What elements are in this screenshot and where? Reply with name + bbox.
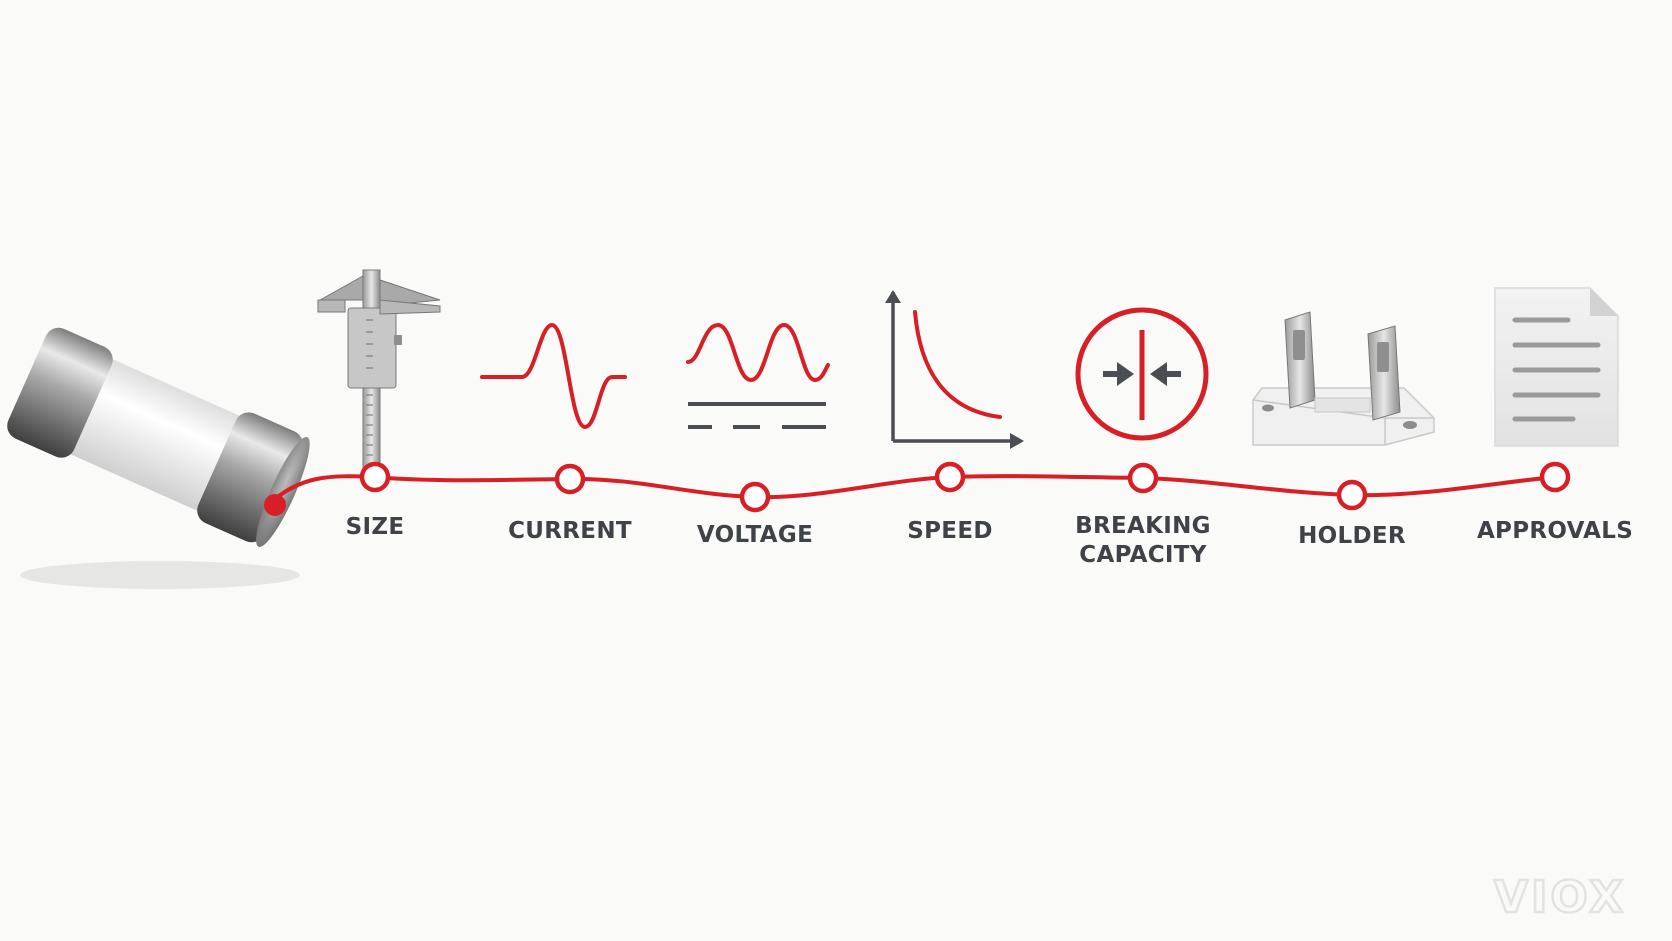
node-current xyxy=(554,463,586,495)
step-nodes xyxy=(359,461,1571,513)
label-breaking-line: BREAKING xyxy=(1075,513,1211,539)
node-size xyxy=(359,461,391,493)
voltage-ac-dc-icon xyxy=(686,322,830,429)
label-breaking-line: CAPACITY xyxy=(1079,542,1206,568)
fuse-holder-icon xyxy=(1252,311,1435,446)
label-holder-line: HOLDER xyxy=(1298,523,1406,549)
node-holder xyxy=(1336,479,1368,511)
current-pulse-icon xyxy=(480,323,627,429)
label-size: SIZE xyxy=(346,514,405,540)
node-breaking xyxy=(1127,462,1159,494)
label-approvals-line: APPROVALS xyxy=(1477,518,1633,544)
label-voltage-line: VOLTAGE xyxy=(697,522,813,548)
label-breaking: BREAKING CAPACITY xyxy=(1075,513,1211,568)
label-voltage: VOLTAGE xyxy=(697,522,813,548)
node-voltage xyxy=(739,481,771,513)
node-speed xyxy=(934,461,966,493)
label-holder: HOLDER xyxy=(1298,523,1406,549)
document-icon xyxy=(1494,287,1619,447)
watermark-logo: VIOX xyxy=(1494,872,1626,923)
label-speed: SPEED xyxy=(907,518,992,544)
start-node xyxy=(264,494,286,516)
caliper-icon xyxy=(317,269,441,476)
label-current-line: CURRENT xyxy=(508,518,632,544)
label-current: CURRENT xyxy=(508,518,632,544)
label-speed-line: SPEED xyxy=(907,518,992,544)
breaking-capacity-icon xyxy=(1075,307,1209,441)
label-size-line: SIZE xyxy=(346,514,405,540)
node-approvals xyxy=(1539,461,1571,493)
time-current-curve-icon xyxy=(885,290,1024,449)
label-approvals: APPROVALS xyxy=(1477,518,1633,544)
step-labels: SIZE CURRENT VOLTAGE SPEED BREAKING CAPACITY H… xyxy=(346,513,1633,568)
cartridge-fuse-icon xyxy=(7,327,310,589)
